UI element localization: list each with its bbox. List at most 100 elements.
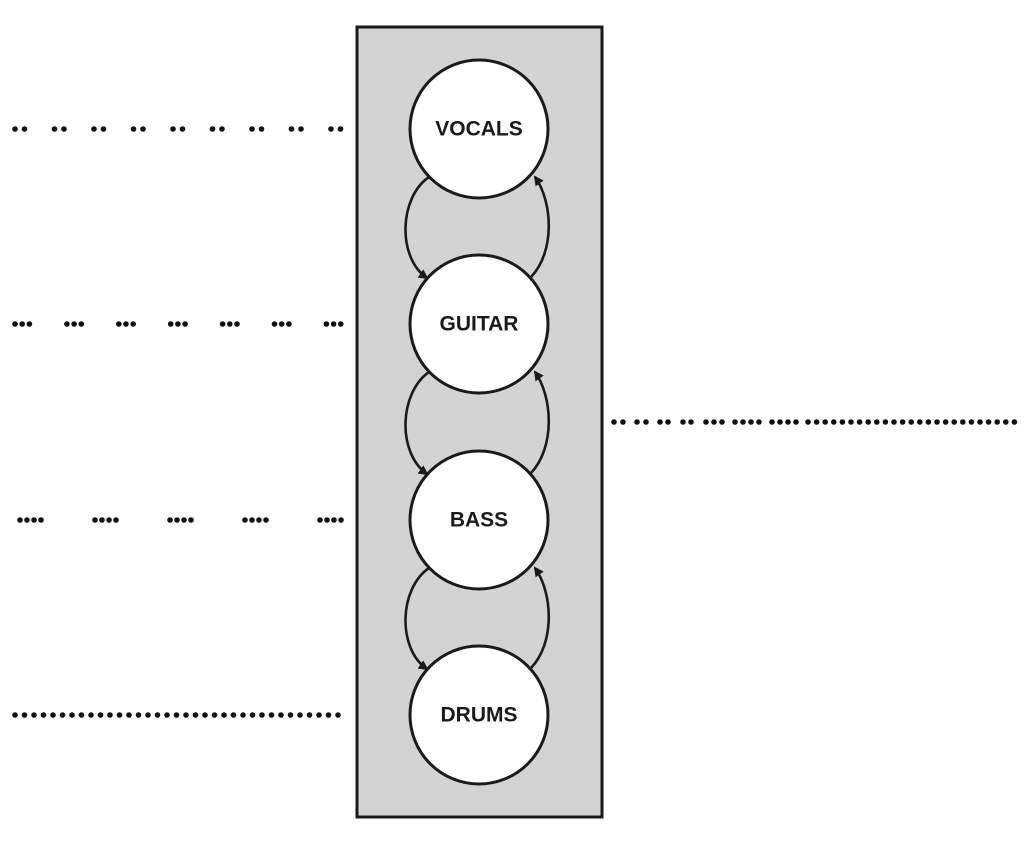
dot [323,321,330,327]
dot [324,517,330,523]
dot [278,712,284,718]
dot [182,321,188,327]
dot [942,419,949,425]
dot [665,419,671,425]
dot [145,712,151,718]
node-drums: DRUMS [408,644,550,786]
dot [985,419,992,425]
dot [317,517,323,523]
dot [181,517,187,523]
node-circle [408,253,550,395]
dot [249,517,255,523]
node-label-vocals: VOCALS [435,118,523,141]
dot [71,321,77,327]
dot [69,712,75,718]
dot [107,712,113,718]
dot [100,126,107,132]
dot [337,126,344,132]
node-circle [408,449,550,591]
dot [793,419,799,425]
dot [116,321,122,327]
dot [286,321,292,327]
node-circle [408,58,550,200]
dot [287,712,294,718]
arrow [404,370,430,476]
dot [173,712,180,718]
dot [167,517,173,523]
dot [38,517,44,523]
dot [99,517,105,523]
dot [92,517,98,523]
dot [249,712,256,718]
dot [64,321,70,327]
dot [278,321,285,327]
dot [234,321,240,327]
dot [167,321,174,327]
dot [21,126,28,132]
dot [188,517,194,523]
dot [88,712,94,718]
dot [50,712,56,718]
dot [249,126,255,132]
dot [325,712,332,718]
dot [268,712,275,718]
input-line-bass [17,517,344,523]
input-line-guitar [12,321,344,327]
arrow [404,175,430,280]
dot [179,126,186,132]
dot [899,419,906,425]
input-lines [12,126,344,718]
dot [756,419,762,425]
node-vocals: VOCALS [408,58,550,200]
dot [822,419,828,425]
dot [12,321,18,327]
dot [335,712,341,718]
dot [192,712,199,718]
dot [209,126,216,132]
dot [891,419,897,425]
dot [856,419,863,425]
dot [848,419,854,425]
input-line-drums [12,712,341,718]
dot [130,126,137,132]
dot [748,419,754,425]
dot [732,419,738,425]
dot [813,419,820,425]
dot [219,321,226,327]
dot [123,321,129,327]
dot [113,517,119,523]
dot [175,321,181,327]
dot [31,517,37,523]
dot [620,419,626,425]
dot [91,126,97,132]
dot [12,126,18,132]
dot [338,321,344,327]
output-line [611,419,1018,425]
dot [116,712,123,718]
dot [183,712,189,718]
dot [865,419,871,425]
dot [221,712,227,718]
dot [78,712,85,718]
dot [874,419,880,425]
dot [960,419,966,425]
arrow [530,566,550,669]
dot [298,126,304,132]
dot [227,321,233,327]
dot [719,419,725,425]
arrow [530,370,550,474]
dot [126,712,132,718]
dot [135,712,142,718]
dot [130,321,136,327]
dot [21,712,28,718]
dot [328,126,334,132]
dot [839,419,846,425]
dot [711,419,717,425]
node-label-drums: DRUMS [441,704,518,727]
dot [934,419,940,425]
dot [259,712,265,718]
dot [170,126,176,132]
dot [882,419,889,425]
dot [611,419,617,425]
